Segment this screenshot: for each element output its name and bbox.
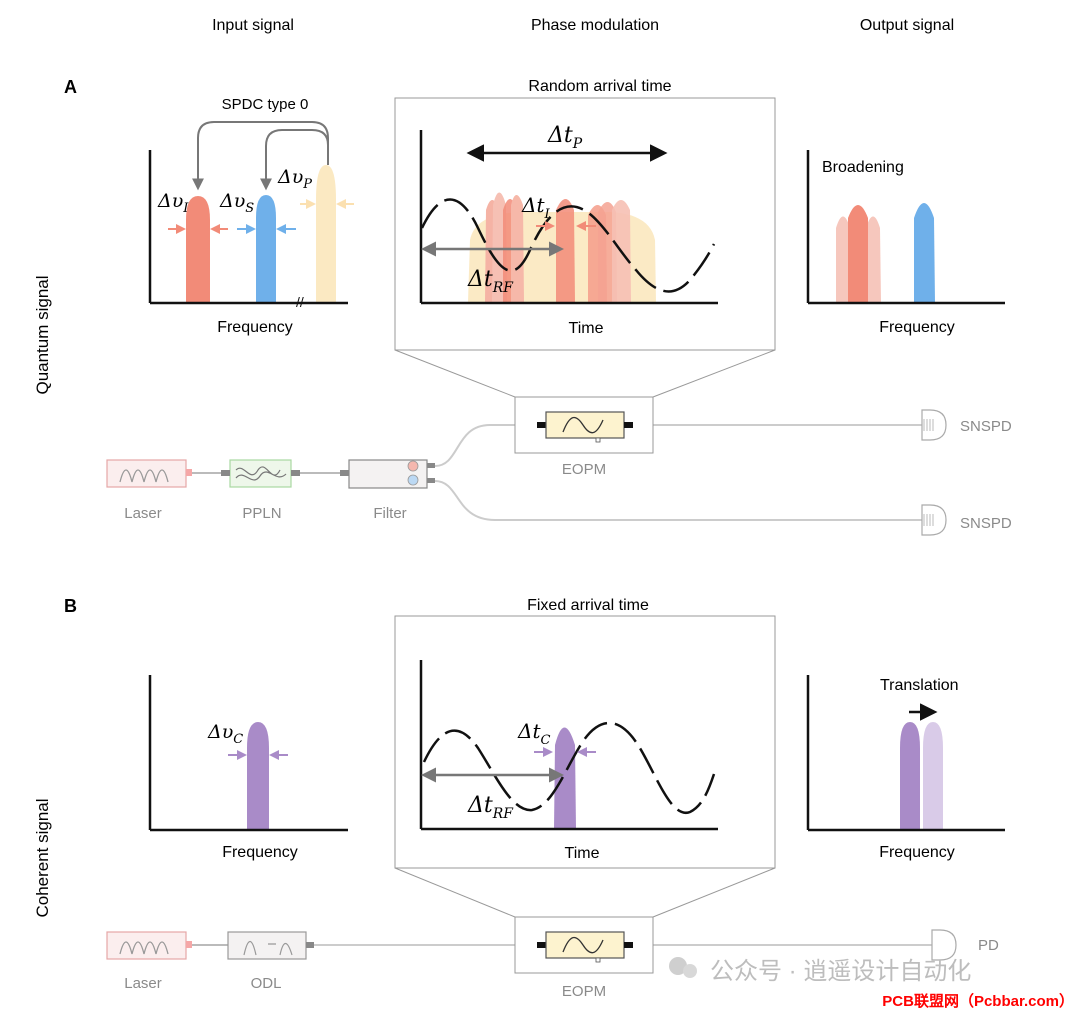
output-label-b: Translation (880, 677, 959, 694)
phase-title-a: Random arrival time (528, 78, 671, 95)
phase-xlabel-b: Time (565, 845, 600, 862)
label-dtp: ΔtP (547, 123, 583, 152)
input-xlabel-b: Frequency (222, 844, 298, 861)
pd-detector (931, 929, 957, 961)
label-dv-coherent: ΔυC (207, 721, 243, 747)
column-header-input: Input signal (212, 17, 294, 34)
spdc-arrow-signal (260, 129, 329, 191)
phase-title-b: Fixed arrival time (527, 597, 649, 614)
label-dtrf-a: ΔtRF (467, 267, 514, 296)
output-xlabel-a: Frequency (879, 319, 955, 336)
label-odl: ODL (251, 975, 282, 992)
label-eopm-b: EOPM (562, 983, 606, 1000)
label-dti: ΔtI (521, 193, 550, 222)
spdc-arrow-idler (192, 121, 329, 191)
panel-a-row-label: Quantum signal (33, 275, 52, 394)
output-label-a: Broadening (822, 159, 904, 176)
broadened-idler-pulse (848, 205, 868, 303)
label-laser-a: Laser (124, 505, 162, 522)
signal-pulse (256, 195, 276, 303)
rf-sine-b (422, 721, 716, 814)
rf-sine-a (420, 198, 716, 293)
coherent-pulse (247, 722, 269, 830)
panel-a-phase-plot: Random arrival time ΔtP ΔtI ΔtRF Time (394, 78, 776, 351)
idler-pulse (186, 196, 210, 303)
panel-b-output-plot: Translation Frequency (806, 675, 1005, 861)
label-dv-idler: ΔυI (157, 190, 189, 216)
panel-b-row-label: Coherent signal (33, 798, 52, 917)
watermark-text: 公众号 · 逍遥设计自动化 (710, 958, 971, 985)
phase-xlabel-a: Time (569, 320, 604, 337)
coherent-pulse-time (554, 727, 576, 829)
watermark: 公众号 · 逍遥设计自动化 PCB联盟网（Pcbbar.com） (669, 957, 1074, 1010)
label-ppln: PPLN (242, 505, 281, 522)
panel-b-input-plot: ΔυC Frequency (148, 675, 348, 861)
label-laser-b: Laser (124, 975, 162, 992)
panel-b-phase-plot: Fixed arrival time ΔtC ΔtRF Time (394, 597, 776, 869)
panel-a-letter: A (64, 77, 77, 97)
label-dv-signal: ΔυS (219, 190, 254, 216)
label-dtc: ΔtC (517, 719, 550, 748)
eopm-b (545, 931, 625, 959)
pump-pulse (316, 165, 336, 303)
snspd-detector-1 (921, 409, 947, 441)
label-dtrf-b: ΔtRF (467, 793, 514, 822)
label-dv-pump: ΔυP (277, 166, 312, 192)
label-snspd-2: SNSPD (960, 515, 1012, 532)
axis-break-mark: // (296, 294, 304, 310)
source-text: PCB联盟网（Pcbbar.com） (882, 992, 1074, 1010)
zoom-box-b (394, 615, 776, 869)
odl-delay-line (227, 931, 307, 960)
snspd-detector-2 (921, 504, 947, 536)
panel-a-output-plot: Broadening Frequency (806, 150, 1005, 336)
translated-pulse (923, 722, 943, 830)
ppln-crystal (229, 459, 292, 488)
output-xlabel-b: Frequency (879, 844, 955, 861)
label-pd: PD (978, 937, 999, 954)
panel-a-input-plot: SPDC type 0 // ΔυI ΔυS ΔυP Frequency (148, 96, 354, 336)
eopm-a (545, 411, 625, 439)
panel-b-letter: B (64, 596, 77, 616)
output-signal-pulse (914, 203, 935, 303)
label-filter: Filter (373, 505, 406, 522)
label-snspd-1: SNSPD (960, 418, 1012, 435)
spdc-title: SPDC type 0 (222, 96, 309, 113)
output-coherent-pulse (900, 722, 920, 830)
column-header-phase: Phase modulation (531, 17, 659, 34)
column-header-output: Output signal (860, 17, 954, 34)
label-eopm-a: EOPM (562, 461, 606, 478)
input-xlabel-a: Frequency (217, 319, 293, 336)
setup-b: Laser ODL EOPM PD (106, 916, 999, 1000)
setup-a: Laser PPLN Filter EOPM SNSPD SNSPD (106, 396, 1012, 536)
